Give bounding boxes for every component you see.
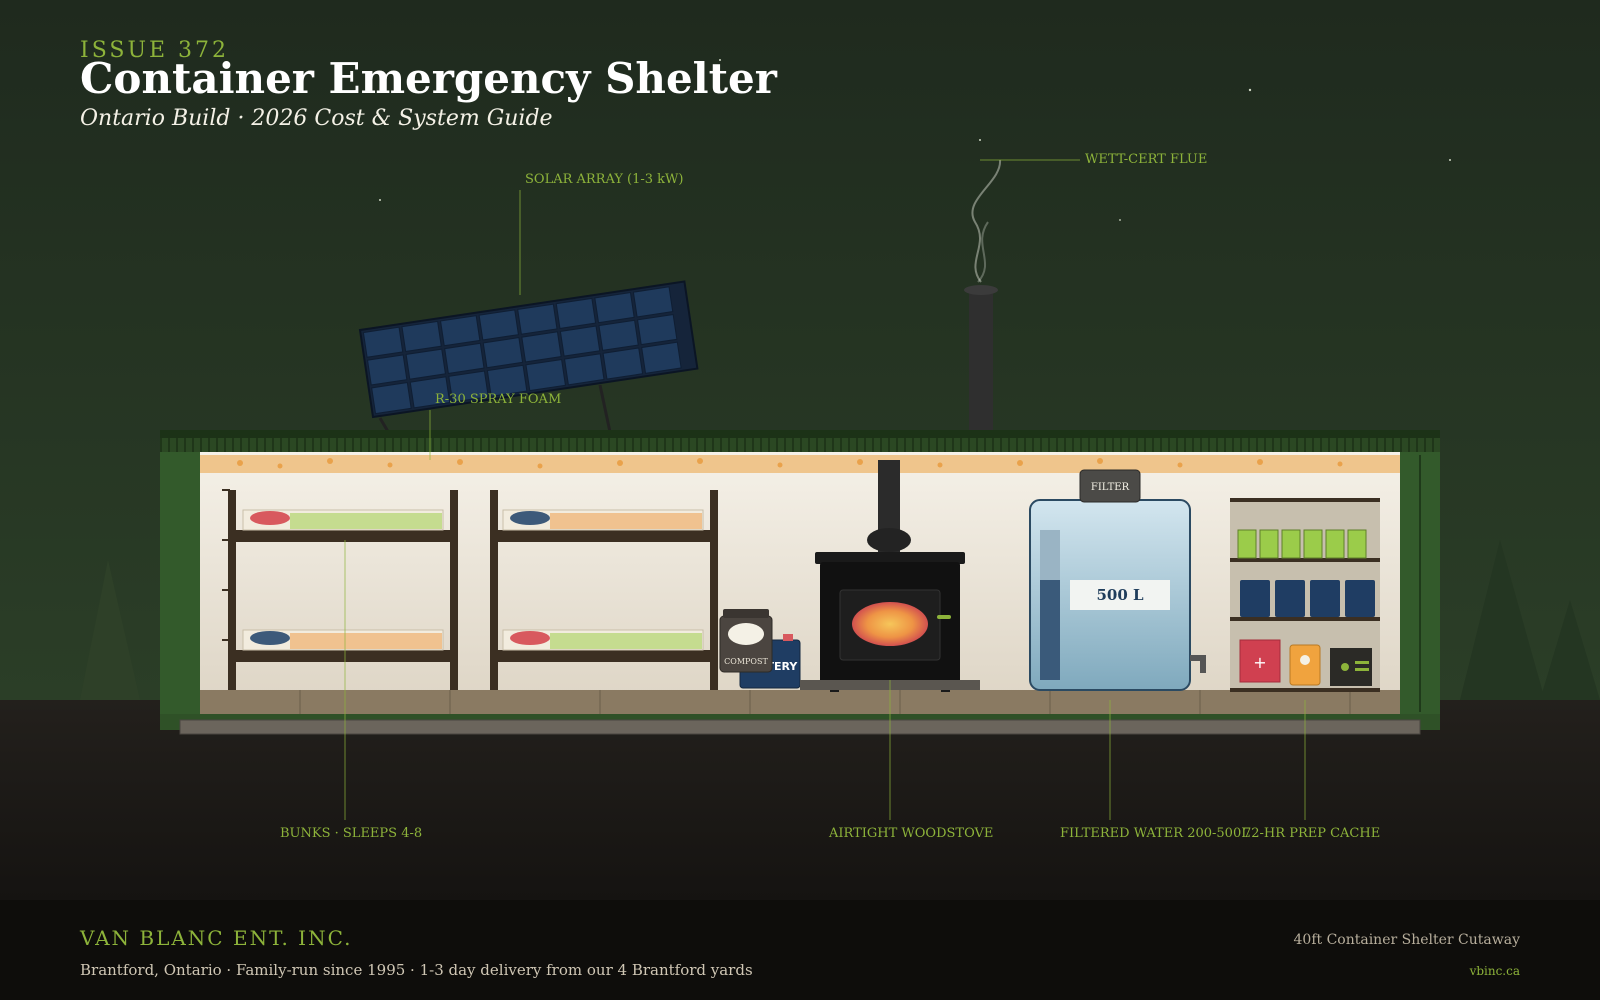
foundation-skid — [179, 719, 1421, 735]
water-capacity: 500 L — [1096, 586, 1144, 604]
callout-water: FILTERED WATER 200-500L — [1060, 826, 1250, 841]
solar-array — [358, 280, 699, 436]
footer: VAN BLANC ENT. INC. Brantford, Ontario ·… — [0, 900, 1600, 1000]
compost-toilet: COMPOST — [719, 609, 773, 673]
filter-label: FILTER — [1091, 482, 1130, 493]
website-link[interactable]: vbinc.ca — [1469, 964, 1520, 978]
page-title: Container Emergency Shelter — [80, 54, 777, 103]
tree-far-right — [1540, 600, 1600, 700]
callout-spray-foam: R-30 SPRAY FOAM — [435, 392, 562, 407]
floor — [200, 690, 1400, 714]
figure-caption: 40ft Container Shelter Cutaway — [1293, 932, 1521, 948]
tree-right — [1460, 540, 1545, 700]
bunk-bed-1 — [222, 489, 458, 690]
callout-bunks: BUNKS · SLEEPS 4-8 — [280, 826, 423, 841]
callout-flue: WETT-CERT FLUE — [1085, 152, 1208, 167]
company-name: VAN BLANC ENT. INC. — [80, 926, 353, 950]
callout-solar-array: SOLAR ARRAY (1-3 kW) — [525, 172, 684, 187]
leader-lines — [344, 159, 1306, 820]
spray-foam-insulation — [200, 455, 1400, 473]
prep-cache-shelves: + — [1230, 498, 1380, 692]
wett-cert-flue — [964, 159, 1002, 430]
woodstove — [800, 460, 980, 692]
company-tagline: Brantford, Ontario · Family-run since 19… — [80, 961, 753, 979]
stars — [379, 59, 1451, 221]
bunk-bed-2 — [490, 490, 718, 690]
compost-label: COMPOST — [724, 657, 768, 666]
callout-woodstove: AIRTIGHT WOODSTOVE — [829, 826, 994, 841]
first-aid-icon: + — [1253, 653, 1266, 672]
issue-number: ISSUE 372 — [80, 38, 230, 63]
callout-prep-cache: 72-HR PREP CACHE — [1243, 826, 1381, 841]
tree-left — [80, 560, 140, 700]
page-subtitle: Ontario Build · 2026 Cost & System Guide — [80, 106, 553, 131]
water-tank: 500 L FILTER — [1029, 469, 1206, 691]
